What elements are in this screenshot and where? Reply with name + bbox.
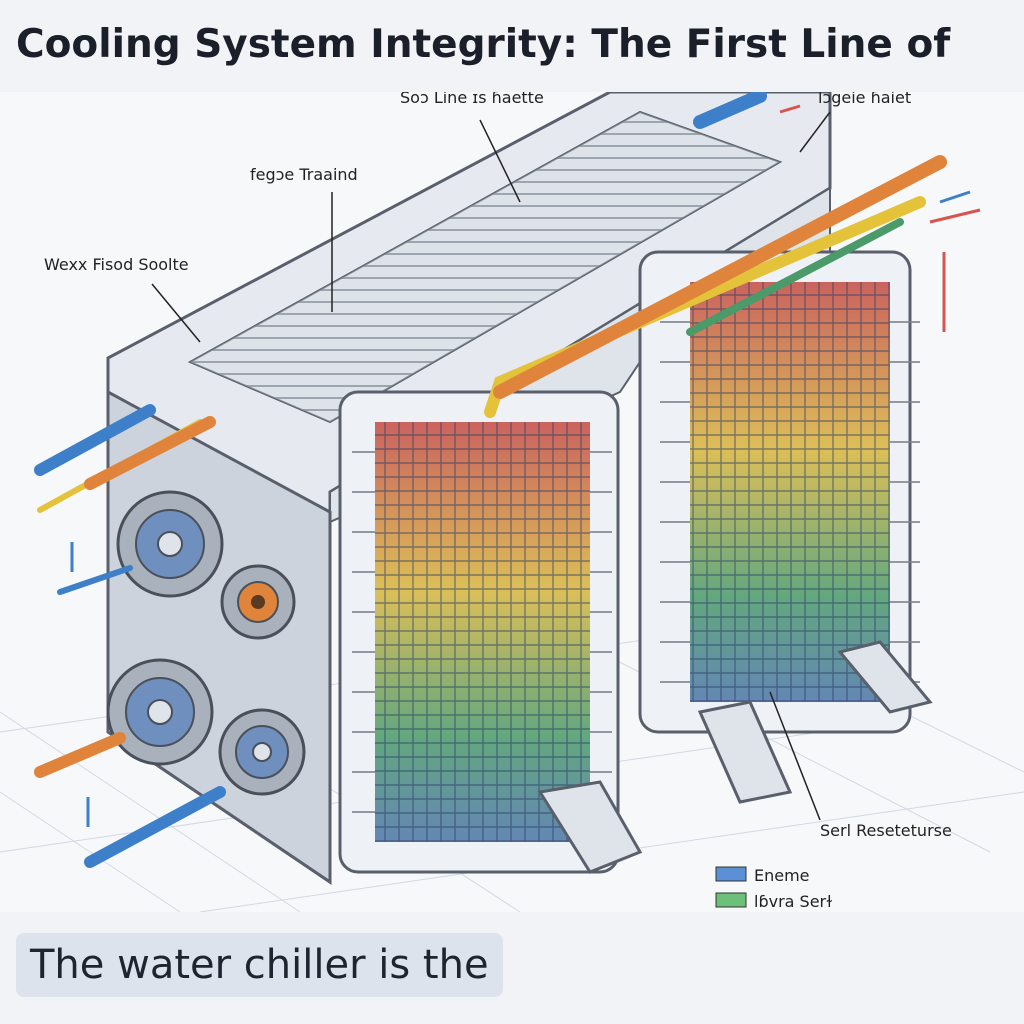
- caption-text: The water chiller is the: [30, 942, 489, 988]
- legend: Eneme lɓvra Serɫ: [715, 866, 832, 911]
- pipe-blue-top: [34, 404, 156, 476]
- label-top-center: Soɔ Line ɪs ɦaette: [400, 92, 544, 107]
- title-bar: Cooling System Integrity: The First Line…: [0, 0, 1024, 92]
- leader-lines: [151, 111, 831, 821]
- front-coil: [338, 390, 620, 874]
- pipe-blue-mid: [57, 565, 133, 595]
- gear-top-left-icon: [116, 490, 224, 598]
- pipe-blue-inlet: [693, 92, 767, 129]
- page-title: Cooling System Integrity: The First Line…: [16, 22, 951, 67]
- gear-panel: [106, 389, 332, 885]
- gear-orange-icon: [220, 564, 296, 640]
- pipe-orange-top: [493, 155, 947, 399]
- legend-swatch-energy: [715, 866, 747, 882]
- caption-bar: The water chiller is the: [0, 912, 1024, 1024]
- label-top-right: lɔgeie ɦaiet: [818, 92, 911, 107]
- gear-bottom-left-icon: [106, 658, 214, 766]
- support-legs: [537, 640, 933, 874]
- chiller-diagram: Soɔ Line ɪs ɦaette lɔgeie ɦaiet fegɔe Tr…: [0, 92, 1024, 912]
- pipe-blue-bottom: [84, 786, 226, 868]
- chiller-illustration: Soɔ Line ɪs ɦaette lɔgeie ɦaiet fegɔe Tr…: [0, 92, 1024, 912]
- gear-bottom-right-icon: [218, 708, 306, 796]
- pipe-orange-bottom: [34, 732, 126, 778]
- legend-label-energy: Eneme: [754, 866, 810, 885]
- flow-arrows: [70, 104, 981, 827]
- pipes: [34, 92, 947, 868]
- label-left: Wexx Fisod Soolte: [44, 255, 189, 274]
- label-top-left: fegɔe Traaind: [250, 165, 358, 184]
- legend-label-second: lɓvra Serɫ: [754, 892, 832, 911]
- pipe-orange-left: [84, 416, 216, 490]
- rear-coil: [638, 250, 920, 734]
- pipe-green: [686, 218, 904, 336]
- legend-swatch-second: [715, 892, 747, 908]
- label-bottom-right: Serl Reseteturse: [820, 821, 952, 840]
- caption-chip: The water chiller is the: [16, 933, 503, 997]
- pipe-yellow-top: [484, 196, 926, 418]
